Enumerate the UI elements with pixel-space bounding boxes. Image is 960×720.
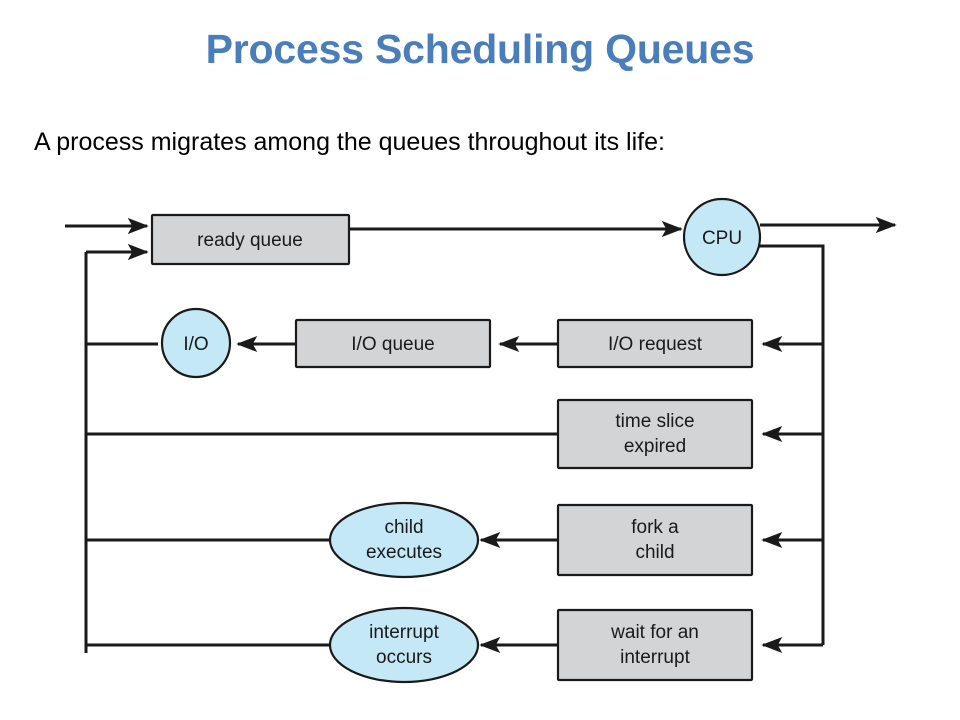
node-time-slice-expired-label-line1: time slice: [615, 411, 694, 432]
node-time-slice-expired[interactable]: time slice expired: [556, 398, 754, 470]
node-time-slice-expired-label-line2: expired: [624, 436, 686, 457]
edge-cpu-to-right-bus: [757, 244, 825, 645]
node-io-queue[interactable]: I/O queue: [294, 318, 492, 369]
node-io-queue-label: I/O queue: [351, 334, 434, 355]
node-wait-for-an-interrupt-label-line2: interrupt: [620, 647, 690, 668]
process-scheduling-diagram: ready queue CPU I/O I/O queue I/O reques…: [0, 190, 960, 710]
node-io-label: I/O: [183, 334, 208, 355]
node-interrupt-occurs-label-line1: interrupt: [369, 622, 439, 643]
node-io[interactable]: I/O: [160, 307, 232, 379]
node-interrupt-occurs-label-line2: occurs: [376, 647, 432, 668]
node-wait-for-an-interrupt[interactable]: wait for an interrupt: [556, 608, 754, 682]
node-cpu[interactable]: CPU: [682, 197, 762, 277]
page-title: Process Scheduling Queues: [205, 26, 755, 72]
node-child-executes[interactable]: child executes: [328, 501, 480, 579]
node-child-executes-label-line2: executes: [366, 542, 442, 563]
node-child-executes-label-line1: child: [384, 517, 423, 538]
node-ready-queue-label: ready queue: [197, 230, 303, 251]
node-cpu-label: CPU: [702, 228, 742, 249]
node-fork-a-child-label-line1: fork a: [631, 517, 679, 538]
node-interrupt-occurs[interactable]: interrupt occurs: [328, 606, 480, 684]
node-wait-for-an-interrupt-label-line1: wait for an: [610, 622, 699, 643]
node-fork-a-child[interactable]: fork a child: [556, 503, 754, 577]
node-io-request[interactable]: I/O request: [556, 318, 754, 369]
node-fork-a-child-label-line2: child: [635, 542, 674, 563]
node-ready-queue[interactable]: ready queue: [150, 213, 351, 266]
node-io-request-label: I/O request: [608, 334, 703, 355]
slide-subtitle: A process migrates among the queues thro…: [34, 128, 665, 156]
